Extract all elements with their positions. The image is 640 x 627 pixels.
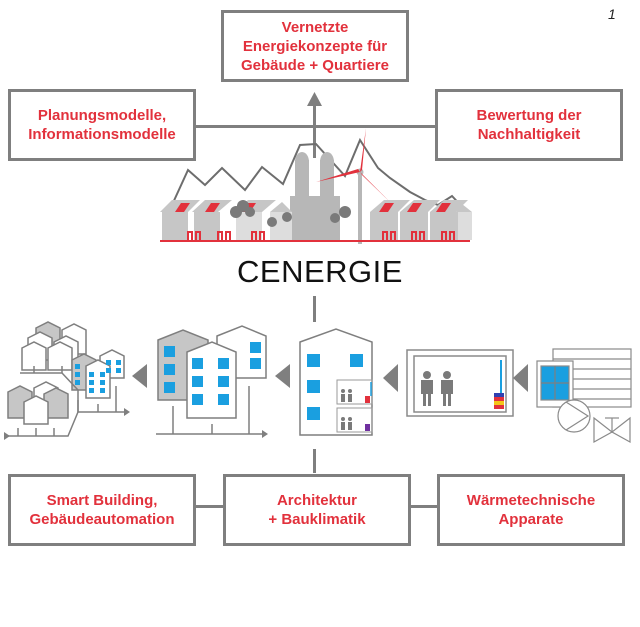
left-arrow-icon	[513, 364, 528, 392]
room-section-icon	[406, 349, 514, 417]
bottom-box-label-3: Wärmetechnische Apparate	[466, 492, 596, 528]
connector-bottom-left	[195, 505, 225, 508]
bottom-box-label-2: Architektur + Bauklimatik	[268, 492, 366, 528]
wind-turbine-icon	[316, 128, 390, 244]
upper-right-box-sustainability: Bewertung der Nachhaltigkeit	[435, 89, 623, 161]
bottom-box-heat-apparatus: Wärmetechnische Apparate	[437, 474, 625, 546]
heating-network-icon	[160, 231, 470, 242]
left-arrow-icon	[132, 364, 147, 388]
cenergie-title: CENERGIE	[237, 254, 403, 289]
upper-right-box-label: Bewertung der Nachhaltigkeit	[476, 107, 582, 143]
connector-center-vertical-bottom	[313, 449, 316, 473]
bottom-box-smart-building: Smart Building, Gebäudeautomation	[8, 474, 196, 546]
left-arrow-icon	[275, 364, 290, 388]
trees-icon	[230, 200, 351, 227]
building-group-arrows-icon	[262, 430, 268, 438]
top-box-label: Vernetzte Energiekonzepte für Gebäude + …	[241, 18, 389, 74]
top-box-network-energy-concepts: Vernetzte Energiekonzepte für Gebäude + …	[221, 10, 409, 82]
connector-top-vertical	[313, 96, 316, 158]
church-towers-icon	[290, 152, 340, 242]
bottom-box-architecture: Architektur + Bauklimatik	[223, 474, 411, 546]
heat-pump-apparatus-icon	[536, 348, 632, 444]
building-group-windows-icon	[164, 342, 261, 405]
bottom-box-label-1: Smart Building, Gebäudeautomation	[29, 492, 175, 528]
connector-bottom-right	[410, 505, 440, 508]
houses-right-icon	[370, 200, 472, 240]
building-section-icon	[299, 328, 373, 436]
page-number: 1	[608, 6, 616, 22]
connector-center-vertical-top	[313, 296, 316, 322]
building-group-network-icon	[156, 386, 262, 435]
up-arrow-icon	[307, 92, 322, 106]
left-arrow-icon	[383, 364, 398, 392]
district-arrows-icon	[4, 408, 130, 440]
district-windows-icon	[75, 360, 121, 393]
upper-left-box-planning-models: Planungsmodelle, Informationsmodelle	[8, 89, 196, 161]
upper-left-box-label: Planungsmodelle, Informationsmodelle	[28, 107, 176, 143]
district-network-icon	[4, 366, 124, 437]
